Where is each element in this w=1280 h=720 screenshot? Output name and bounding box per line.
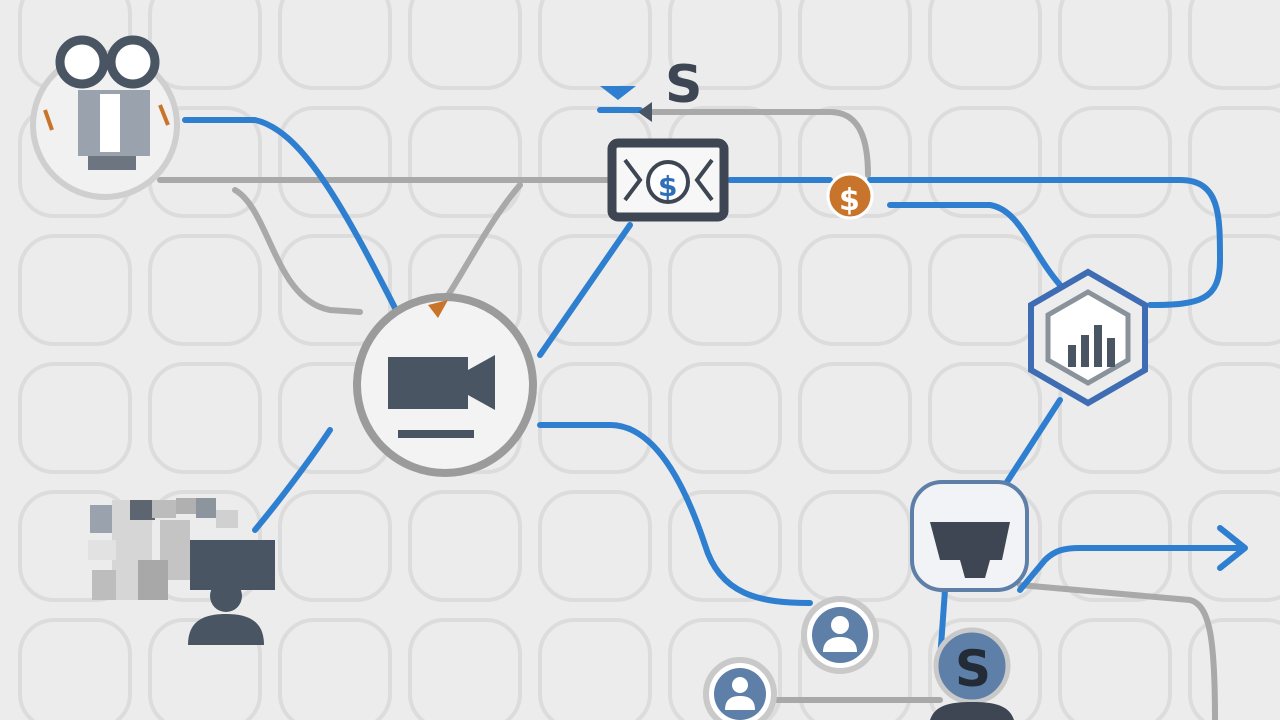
- background-tile: [668, 618, 782, 720]
- banknote-icon[interactable]: $: [607, 138, 729, 222]
- blue-line-coin-loop: [867, 177, 1223, 308]
- banknote-symbol: $: [658, 170, 677, 203]
- mosaic-person-icon: [88, 498, 275, 645]
- background-tile: [408, 106, 522, 218]
- gray-line-right-bottom: [1017, 582, 1218, 720]
- left-triangle-icon: [638, 102, 652, 122]
- background-tile: [18, 618, 132, 720]
- background-tile: [1188, 106, 1280, 218]
- background-tile: [798, 362, 912, 474]
- background-tile: [928, 106, 1042, 218]
- blue-line-tray-to-arrow: [1017, 545, 1243, 593]
- top-symbol-group: S: [600, 55, 702, 122]
- background-tile: [1188, 0, 1280, 90]
- background-tile: [148, 362, 262, 474]
- background-tile: [928, 618, 1042, 720]
- background-tile: [798, 0, 912, 90]
- background-tile: [668, 490, 782, 602]
- blue-line-coin-to-hex: [887, 202, 1063, 288]
- blue-line-monitor-to-banknote: [537, 222, 633, 358]
- background-tile: [1188, 618, 1280, 720]
- film-camera-icon[interactable]: [30, 35, 180, 200]
- background-tile: [668, 362, 782, 474]
- bar-chart-hexagon-icon[interactable]: [1028, 268, 1148, 407]
- gray-line-camera-drop: [232, 187, 363, 315]
- background-tile: [668, 234, 782, 346]
- background-tile: [18, 234, 132, 346]
- user-avatar-icon[interactable]: [703, 657, 777, 720]
- background-tile: [278, 106, 392, 218]
- blue-line-mosaic-to-monitor: [252, 427, 333, 533]
- background-tile: [18, 362, 132, 474]
- background-tile: [538, 234, 652, 346]
- background-tile: [538, 618, 652, 720]
- blue-line-hex-to-tray: [1002, 397, 1063, 488]
- background-tile: [1058, 0, 1172, 90]
- down-triangle-icon: [600, 86, 636, 100]
- background-tile: [408, 618, 522, 720]
- user-badge-symbol: S: [955, 640, 991, 698]
- background-tile: [278, 618, 392, 720]
- background-tile: [1058, 618, 1172, 720]
- gray-line-top-loop: [647, 109, 871, 178]
- background-tile: [928, 362, 1042, 474]
- background-tile: [408, 490, 522, 602]
- arrow-right-icon: [1217, 525, 1248, 571]
- background-tile: [278, 0, 392, 90]
- blue-line-camera-to-monitor: [182, 117, 398, 311]
- background-tile: [278, 490, 392, 602]
- gray-line-banknote-to-monitor: [442, 182, 523, 303]
- monitor-camera-icon[interactable]: [353, 293, 537, 477]
- background-tile: [798, 490, 912, 602]
- background-tile: [278, 234, 392, 346]
- coin-symbol: $: [839, 183, 860, 218]
- background-tile: [928, 0, 1042, 90]
- blue-connectors: [182, 107, 1243, 663]
- gray-connectors: [157, 109, 1218, 720]
- background-tile: [148, 0, 262, 90]
- background-tile: [1188, 362, 1280, 474]
- blue-line-monitor-to-users: [537, 422, 813, 606]
- background-tile: [148, 234, 262, 346]
- background-tile: [928, 234, 1042, 346]
- inbox-tray-icon[interactable]: [910, 480, 1029, 592]
- background-tile: [798, 234, 912, 346]
- coin-icon[interactable]: $: [826, 172, 874, 220]
- user-avatar-icon[interactable]: [801, 596, 879, 674]
- top-symbol: S: [665, 55, 702, 115]
- background-tile: [538, 490, 652, 602]
- background-tile: [538, 0, 652, 90]
- background-tile: [408, 0, 522, 90]
- background-tile: [668, 0, 782, 90]
- background-tile: [1058, 106, 1172, 218]
- dollar-user-icon[interactable]: S: [930, 627, 1014, 720]
- background-tile: [1188, 234, 1280, 346]
- background-tile: [538, 362, 652, 474]
